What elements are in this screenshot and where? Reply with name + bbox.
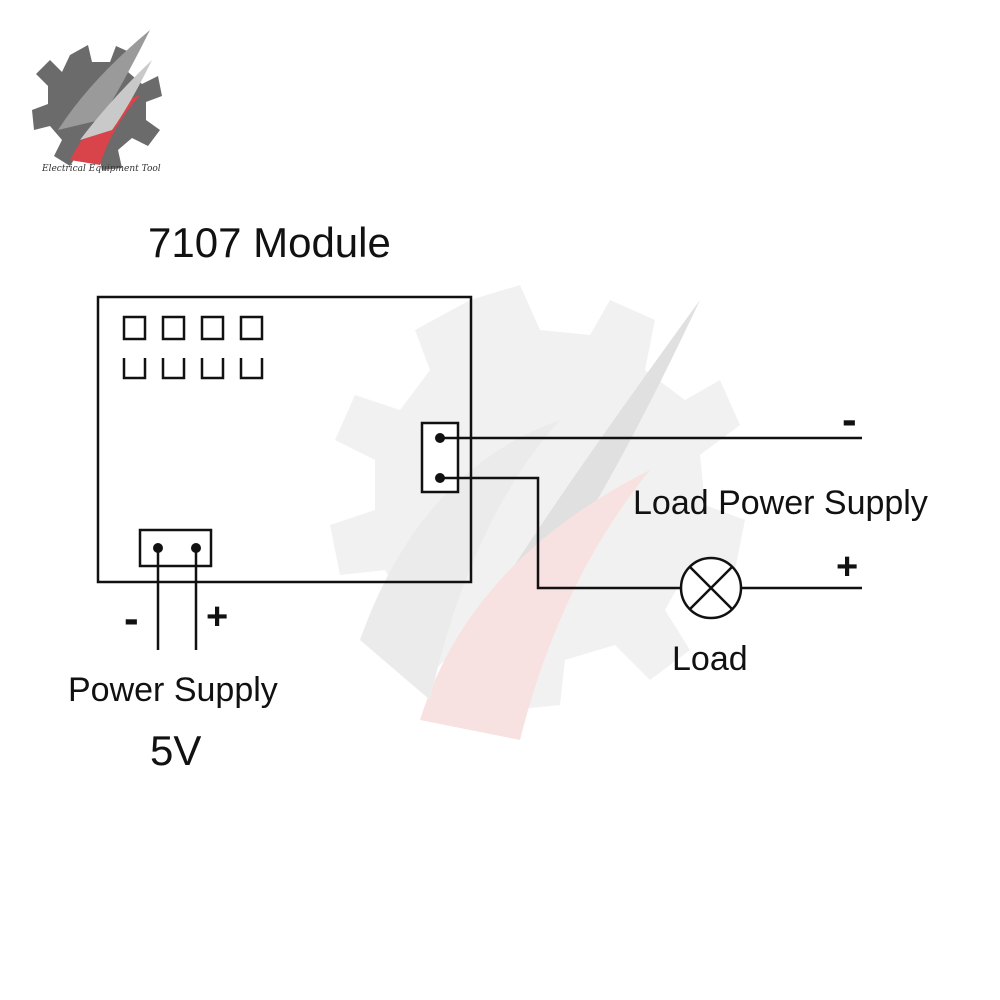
- display-digit: [200, 358, 225, 380]
- wires: [156, 436, 862, 650]
- module-display: [122, 315, 264, 380]
- power-supply-voltage: 5V: [150, 727, 202, 774]
- module-title: 7107 Module: [148, 219, 391, 266]
- logo-caption: Electrical Equipment Tool: [42, 164, 161, 174]
- wire-load-positive: [440, 476, 681, 590]
- display-digit: [239, 315, 264, 341]
- load-supply-negative-sign: -: [842, 395, 857, 444]
- lamp-icon: [679, 556, 743, 620]
- load-supply-positive-sign: +: [836, 546, 859, 588]
- module-board: [96, 295, 473, 584]
- power-supply-positive-sign: +: [206, 596, 229, 638]
- display-digit: [161, 358, 186, 380]
- load-label: Load: [672, 640, 748, 678]
- display-digit: [122, 315, 147, 341]
- display-digit: [122, 358, 147, 380]
- power-supply-negative-sign: -: [124, 594, 139, 643]
- load-power-supply-label: Load Power Supply: [633, 484, 928, 522]
- gear-lightning-logo-icon: [32, 30, 162, 170]
- display-digit: [200, 315, 225, 341]
- display-digit: [161, 315, 186, 341]
- power-supply-label: Power Supply: [68, 671, 278, 709]
- display-digit: [239, 358, 264, 380]
